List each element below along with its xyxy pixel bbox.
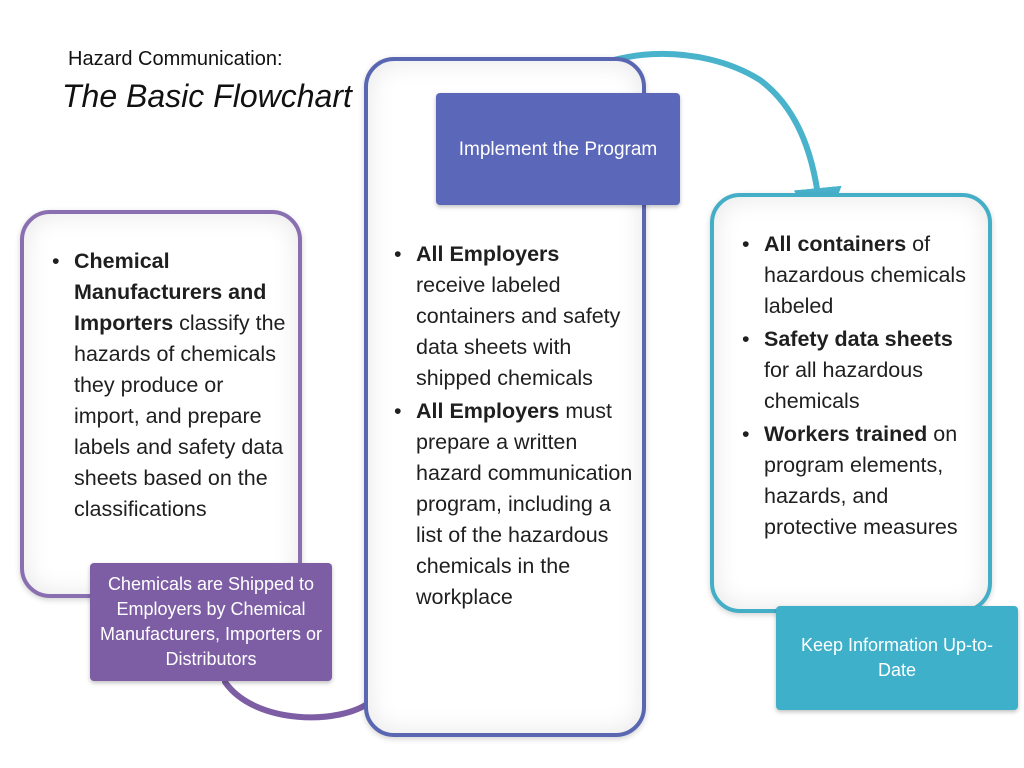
title-subheading: Hazard Communication: (68, 48, 283, 70)
bullet-text: receive labeled containers and safety da… (416, 273, 621, 390)
bullet-item: • Chemical Manufacturers and Importers c… (52, 246, 287, 525)
bullet-bold-text: Safety data sheets (764, 327, 953, 351)
ship-chemicals-step: Chemicals are Shipped to Employers by Ch… (90, 563, 332, 681)
bullet-bold-text: Chemical Manufacturers and Importers (74, 249, 267, 335)
bullet-text: must prepare a written hazard communicat… (416, 399, 633, 609)
bullet-item: • All containers of hazardous chemicals … (742, 229, 982, 322)
employers-bullet-list: • All Employers receive labeled containe… (394, 239, 634, 615)
bullet-text: classify the hazards of chemicals they p… (74, 311, 286, 521)
manufacturers-panel: • Chemical Manufacturers and Importers c… (20, 210, 302, 598)
bullet-item: • All Employers must prepare a written h… (394, 396, 634, 613)
keep-information-step: Keep Information Up-to-Date (776, 606, 1018, 710)
bullet-dot: • (742, 327, 750, 351)
bullet-text: on program elements, hazards, and protec… (764, 422, 958, 539)
bullet-dot: • (52, 249, 60, 273)
bullet-bold-text: Workers trained (764, 422, 928, 446)
bullet-item: • Safety data sheets for all hazardous c… (742, 324, 982, 417)
bullet-dot: • (394, 399, 402, 423)
bullet-item: • All Employers receive labeled containe… (394, 239, 634, 394)
bullet-bold-text: All containers (764, 232, 907, 256)
bullet-dot: • (394, 242, 402, 266)
bullet-text: for all hazardous chemicals (764, 358, 923, 413)
bullet-dot: • (742, 232, 750, 256)
bullet-text: of hazardous chemicals labeled (764, 232, 966, 318)
implement-program-step: Implement the Program (436, 93, 680, 205)
manufacturers-bullet-list: • Chemical Manufacturers and Importers c… (52, 246, 287, 527)
page-title: The Basic Flowchart (62, 78, 352, 114)
bullet-bold-text: All Employers (416, 399, 560, 423)
workplace-panel: • All containers of hazardous chemicals … (710, 193, 992, 613)
workplace-bullet-list: • All containers of hazardous chemicals … (742, 229, 982, 545)
bullet-dot: • (742, 422, 750, 446)
bullet-bold-text: All Employers (416, 242, 560, 266)
bullet-item: • Workers trained on program elements, h… (742, 419, 982, 543)
